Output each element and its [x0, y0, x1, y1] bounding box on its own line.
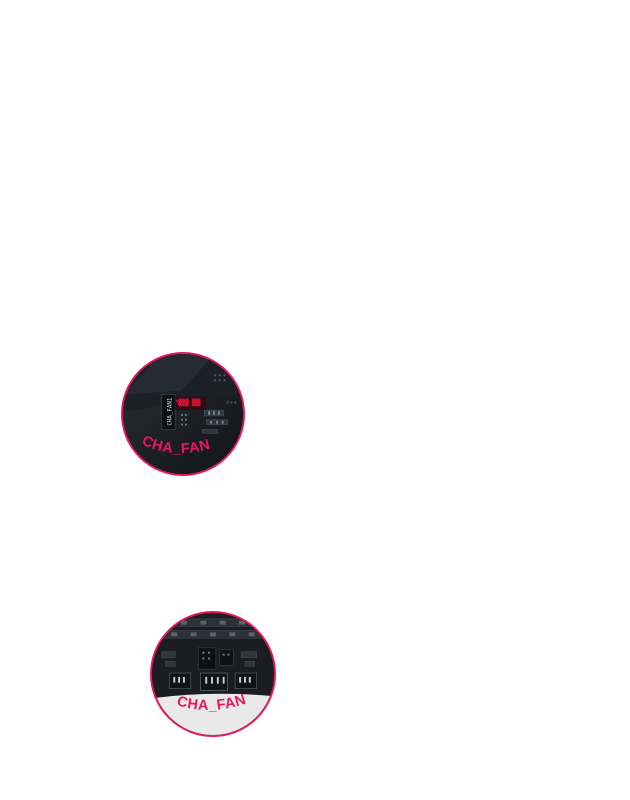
cha-fan1-zoom-lens: CHA_FAN1 CHA_FAN: [121, 352, 245, 476]
board-edge-floor: [152, 693, 274, 735]
red-accent-block: [179, 398, 189, 407]
cha-fan-bottom-zoom-lens: CHA_FAN: [150, 611, 276, 737]
fan-header-housing: [161, 394, 176, 430]
cha-fan-callout: CHA_FAN: [175, 692, 248, 714]
cha-fan1-board-illustration: CHA_FAN1 CHA_FAN: [123, 354, 243, 474]
silkscreen-label: CHA_FAN1: [167, 397, 173, 425]
controller-chip: [198, 647, 217, 670]
cha-fan-board-illustration: CHA_FAN: [152, 613, 274, 735]
